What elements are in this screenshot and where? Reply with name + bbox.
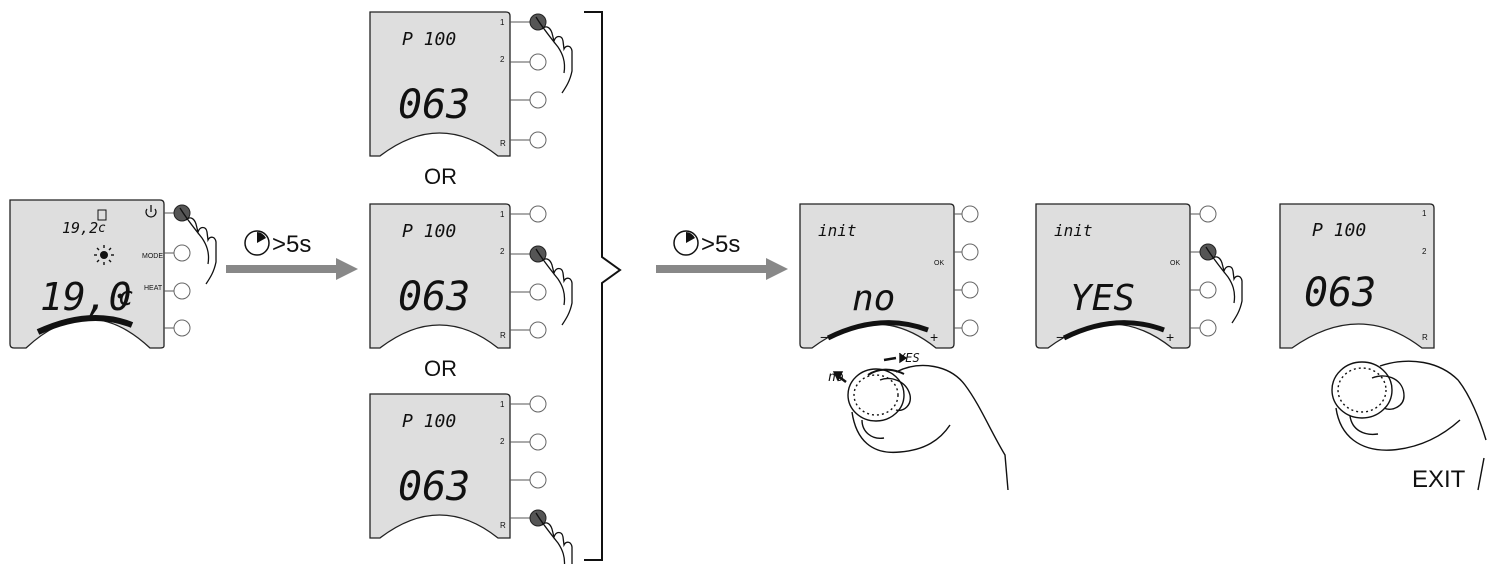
btn-num-2: 2 <box>500 247 505 256</box>
power-icon <box>145 205 157 218</box>
button-1[interactable] <box>529 395 547 413</box>
button-4[interactable] <box>1199 319 1217 337</box>
mode-button[interactable] <box>173 244 191 262</box>
ok-label: OK <box>934 260 944 267</box>
dial-no-label: no <box>828 370 844 385</box>
btn-num-r: R <box>500 331 506 340</box>
sun-icon <box>94 245 114 265</box>
button-r[interactable] <box>529 321 547 339</box>
btn-num-r: R <box>1422 333 1428 342</box>
or-label-1: OR <box>424 164 457 189</box>
init-title-no: init <box>818 221 857 240</box>
fourth-button[interactable] <box>173 319 191 337</box>
final-value: 063 <box>1304 270 1376 316</box>
dial-turning-hand <box>832 352 1009 491</box>
plus-label: + <box>930 329 938 345</box>
btn-num-2: 2 <box>1422 247 1427 256</box>
p-param-middle: P 100 <box>402 221 456 242</box>
initial-display: 19,2 c 19,0 c MODE HEAT <box>9 199 217 349</box>
initial-temp-small: 19,2 <box>62 219 98 237</box>
dial-knob-icon <box>847 368 905 422</box>
init-value-no: no <box>852 278 895 319</box>
initial-temp-big: 19,0 <box>40 275 132 319</box>
btn-num-r: R <box>500 139 506 148</box>
pressing-finger-icon <box>535 512 573 564</box>
init-display-yes: init OK YES − + <box>1035 203 1243 349</box>
ok-button[interactable] <box>961 243 979 261</box>
init-display-no: init OK no − + <box>799 203 979 349</box>
init-value-yes: YES <box>1070 278 1135 319</box>
mode-label: MODE <box>142 253 163 260</box>
initial-temp-small-unit: c <box>98 221 106 236</box>
init-title-yes: init <box>1054 221 1093 240</box>
ok-label: OK <box>1170 260 1180 267</box>
button-1[interactable] <box>1199 205 1217 223</box>
btn-num-1: 1 <box>1422 209 1427 218</box>
btn-num-2: 2 <box>500 437 505 446</box>
button-3[interactable] <box>1199 281 1217 299</box>
final-display: P 100 063 1 2 R <box>1279 203 1435 349</box>
p-value-middle: 063 <box>398 274 470 320</box>
hold-arrow-1: >5s <box>226 230 358 280</box>
setpoint-arc <box>36 314 134 335</box>
exit-label: EXIT <box>1412 466 1466 493</box>
initial-temp-big-unit: c <box>118 282 134 312</box>
p-display-bottom: P 100 063 1 2 R <box>369 393 573 564</box>
exit-dial-hand <box>1331 360 1487 491</box>
button-3[interactable] <box>529 91 547 109</box>
btn-num-2: 2 <box>500 55 505 64</box>
p-display-middle: P 100 063 1 2 R <box>369 203 573 349</box>
heat-label: HEAT <box>144 285 163 292</box>
final-param: P 100 <box>1312 220 1366 241</box>
button-1[interactable] <box>961 205 979 223</box>
hold-arrow-2: >5s <box>656 230 788 280</box>
btn-num-r: R <box>500 521 506 530</box>
button-3[interactable] <box>529 471 547 489</box>
p-display-top: P 100 063 1 2 R <box>369 11 573 157</box>
btn-num-1: 1 <box>500 18 505 27</box>
minus-label: − <box>1056 329 1064 345</box>
hold-label-2: >5s <box>701 231 740 258</box>
minus-label: − <box>820 329 828 345</box>
merge-bracket <box>584 11 622 561</box>
thermometer-icon <box>97 209 107 221</box>
button-3[interactable] <box>961 281 979 299</box>
button-r[interactable] <box>529 131 547 149</box>
dial-yes-label: YES <box>898 351 920 365</box>
button-2[interactable] <box>529 433 547 451</box>
or-label-2: OR <box>424 356 457 381</box>
p-value-top: 063 <box>398 82 470 128</box>
heat-button[interactable] <box>173 282 191 300</box>
button-2[interactable] <box>529 53 547 71</box>
btn-num-1: 1 <box>500 210 505 219</box>
p-param-bottom: P 100 <box>402 411 456 432</box>
button-1[interactable] <box>529 205 547 223</box>
button-4[interactable] <box>961 319 979 337</box>
dial-knob-icon <box>1331 361 1393 419</box>
button-3[interactable] <box>529 283 547 301</box>
p-param-top: P 100 <box>402 29 456 50</box>
p-value-bottom: 063 <box>398 464 470 510</box>
btn-num-1: 1 <box>500 400 505 409</box>
hold-label-1: >5s <box>272 231 311 258</box>
plus-label: + <box>1166 329 1174 345</box>
